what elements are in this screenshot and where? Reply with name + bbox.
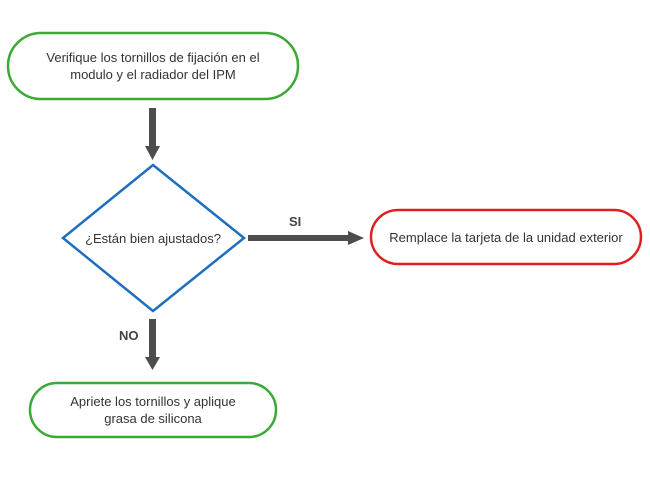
decision-diamond-shape bbox=[61, 163, 246, 313]
decision-node: ¿Están bien ajustados? bbox=[70, 225, 236, 251]
replace-board-node-shape bbox=[369, 208, 643, 266]
tighten-screws-line-1: Apriete los tornillos y aplique bbox=[70, 394, 236, 409]
decision-label: ¿Están bien ajustados? bbox=[85, 230, 221, 246]
check-screws-node-shape bbox=[6, 31, 300, 101]
tighten-screws-node: Apriete los tornillos y aplique grasa de… bbox=[35, 383, 271, 437]
tighten-screws-node-shape bbox=[28, 381, 278, 439]
check-screws-node: Verifique los tornillos de fijación en e… bbox=[18, 33, 288, 99]
yes-edge-label: SI bbox=[289, 214, 302, 229]
arrow-to-decision bbox=[145, 108, 160, 160]
check-screws-line-1: Verifique los tornillos de fijación en e… bbox=[46, 50, 260, 65]
replace-board-node: Remplace la tarjeta de la unidad exterio… bbox=[376, 210, 636, 264]
no-edge-label: NO bbox=[119, 328, 139, 343]
arrow-yes bbox=[248, 231, 364, 245]
tighten-screws-line-2: grasa de silicona bbox=[104, 411, 202, 426]
replace-board-label: Remplace la tarjeta de la unidad exterio… bbox=[389, 229, 623, 245]
check-screws-line-2: modulo y el radiador del IPM bbox=[70, 67, 236, 82]
arrow-no bbox=[145, 319, 160, 370]
